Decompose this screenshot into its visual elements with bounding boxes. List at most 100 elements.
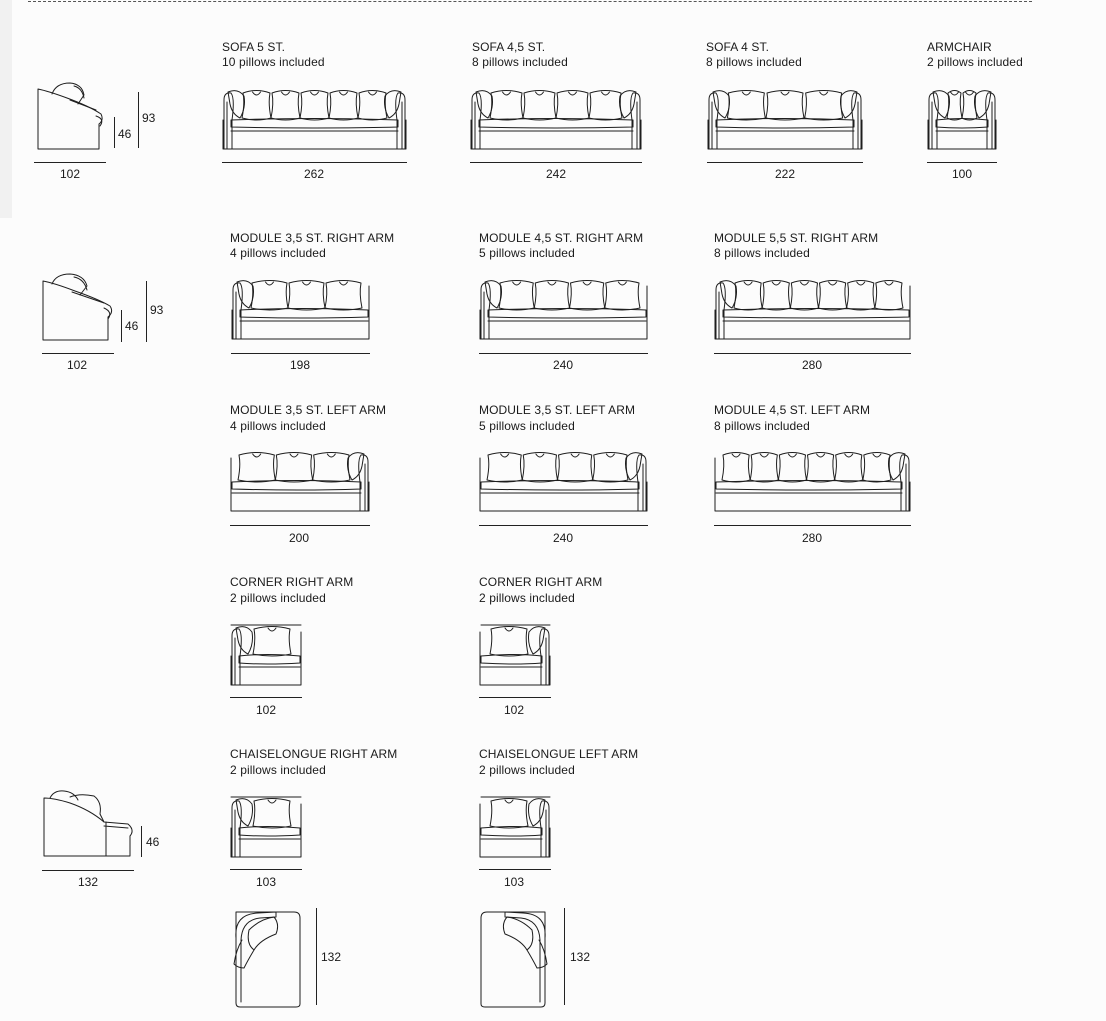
- pillow-crease: [339, 281, 348, 286]
- pillow-shape: [324, 280, 363, 311]
- pillow-shape: [804, 90, 844, 121]
- width-line: [470, 162, 642, 163]
- arm-pillow-shape: [235, 626, 253, 655]
- pillow-shape: [357, 90, 388, 121]
- pillow-crease: [759, 453, 769, 458]
- right-arm: [395, 92, 406, 150]
- width-value: 103: [503, 875, 525, 889]
- right-arm: [539, 628, 550, 686]
- right-arm: [358, 454, 369, 512]
- width-line: [222, 162, 407, 163]
- pillow-crease: [504, 627, 514, 632]
- left-arm: [928, 92, 939, 150]
- seat-height-value: 46: [125, 319, 139, 333]
- seat-cushion: [935, 118, 989, 129]
- pillow-crease: [617, 281, 627, 286]
- width-line: [230, 697, 302, 698]
- left-arm: [471, 92, 482, 150]
- left-arm: [708, 92, 719, 150]
- depth-line: [42, 870, 134, 871]
- left-arm: [480, 282, 491, 340]
- seat-height-line: [114, 117, 115, 148]
- sofa-4-front-drawing: [707, 90, 863, 150]
- pillow-crease: [504, 799, 514, 804]
- height-value: 93: [150, 303, 164, 317]
- pillow-crease: [339, 91, 348, 96]
- left-arm: [231, 628, 242, 686]
- arm-pillow-shape: [384, 90, 402, 119]
- corner-right-a-drawing: [230, 624, 302, 686]
- arm-pillow-shape: [888, 452, 906, 481]
- pillow-crease: [844, 453, 854, 458]
- chaise-right-plan-drawing: [233, 911, 301, 1008]
- product-pillows: 4 pillows included: [230, 419, 326, 433]
- body-outline: [230, 655, 302, 686]
- product-pillows: 2 pillows included: [479, 591, 575, 605]
- pillow-crease: [570, 453, 580, 458]
- pillow-crease: [500, 453, 510, 458]
- arm-pillow-shape: [712, 90, 730, 119]
- width-line: [231, 353, 370, 354]
- product-pillows: 8 pillows included: [714, 246, 810, 260]
- module-55-right-drawing: [714, 280, 911, 340]
- pillow-crease: [787, 453, 797, 458]
- pillow-crease: [741, 91, 751, 96]
- width-line: [479, 869, 551, 870]
- length-value: 132: [570, 950, 591, 964]
- body-outline: [222, 119, 407, 150]
- width-value: 280: [801, 531, 823, 545]
- pillow-crease: [267, 799, 277, 804]
- seat-cushion: [722, 308, 910, 319]
- product-name: MODULE 3,5 ST. LEFT ARM: [479, 403, 636, 417]
- pillow-crease: [281, 91, 290, 96]
- product-pillows: 5 pillows included: [479, 246, 575, 260]
- pillow-crease: [799, 281, 809, 286]
- product-pillows: 5 pillows included: [479, 419, 575, 433]
- pillow-crease: [512, 281, 522, 286]
- pillow-shape: [961, 90, 978, 121]
- module-35-left-b-drawing: [479, 452, 648, 512]
- product-pillows: 10 pillows included: [222, 55, 325, 69]
- width-line: [479, 525, 648, 526]
- width-value: 262: [303, 167, 325, 181]
- pillow-shape: [312, 452, 351, 483]
- pillow-shape: [874, 280, 904, 311]
- arm-pillow-shape: [235, 798, 253, 827]
- product-pillows: 8 pillows included: [714, 419, 810, 433]
- right-arm: [539, 800, 550, 858]
- pillow-crease: [601, 91, 610, 96]
- pillow-crease: [302, 281, 311, 286]
- product-pillows: 8 pillows included: [706, 55, 802, 69]
- left-margin-panel: [0, 0, 12, 218]
- pillow-crease: [289, 453, 299, 458]
- chaise-left-plan-drawing: [480, 911, 548, 1008]
- body-outline: [231, 309, 370, 340]
- pillow-crease: [884, 281, 894, 286]
- pillow-shape: [862, 452, 892, 483]
- width-value: 100: [951, 167, 973, 181]
- pillow-shape: [765, 90, 805, 121]
- product-pillows: 2 pillows included: [230, 763, 326, 777]
- pillow-shape: [726, 90, 766, 121]
- pillow-crease: [828, 281, 838, 286]
- product-name: SOFA 4 ST.: [706, 40, 770, 54]
- module-35-right-drawing: [231, 280, 370, 340]
- body-outline: [707, 119, 863, 150]
- body-outline: [230, 481, 370, 512]
- pillow-crease: [252, 453, 262, 458]
- pillow-crease: [872, 453, 882, 458]
- sofa-5-front-drawing: [222, 90, 407, 150]
- left-arm: [223, 92, 234, 150]
- pillow-shape: [489, 626, 529, 657]
- width-line: [479, 697, 551, 698]
- pillow-crease: [535, 453, 545, 458]
- body-outline: [714, 481, 911, 512]
- height-line: [138, 92, 139, 148]
- pillow-crease: [252, 91, 261, 96]
- pillow-crease: [368, 91, 377, 96]
- product-pillows: 2 pillows included: [230, 591, 326, 605]
- body-outline: [927, 119, 997, 150]
- length-line: [316, 908, 317, 1005]
- product-name: SOFA 4,5 ST.: [472, 40, 546, 54]
- module-35-left-drawing: [230, 452, 370, 512]
